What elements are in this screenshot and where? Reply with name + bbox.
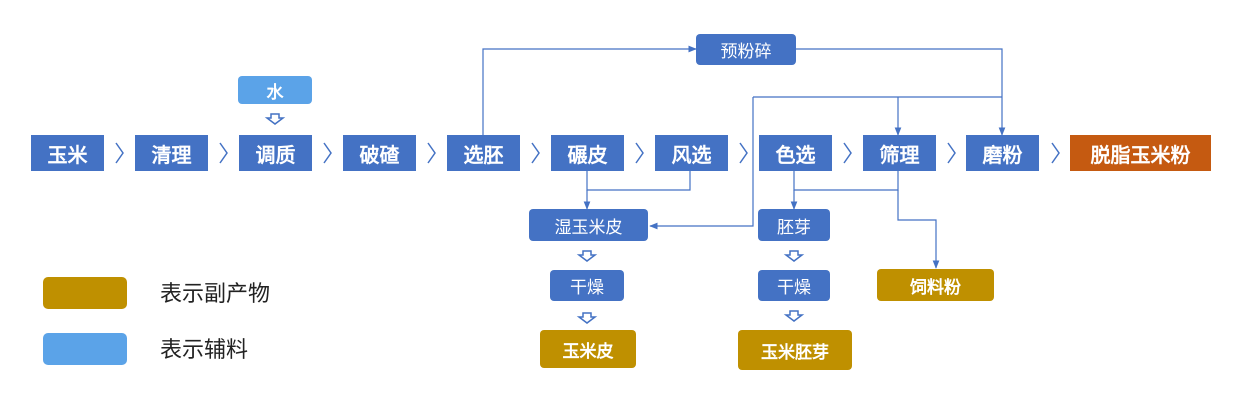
node-corn-bran: 玉米皮 (540, 330, 636, 368)
node-cleaning: 清理 (135, 135, 208, 171)
chevron-arrow-icon (739, 142, 748, 164)
node-sifting: 筛理 (863, 135, 936, 171)
node-water: 水 (238, 76, 312, 104)
connector-line (649, 97, 754, 230)
down-arrow-icon (783, 310, 805, 322)
legend-auxiliary-label: 表示辅料 (160, 338, 249, 363)
down-arrow-icon (783, 250, 805, 262)
connector-line (586, 171, 691, 191)
down-arrow-icon (576, 312, 598, 324)
connector-line (897, 190, 940, 269)
connector-line (482, 45, 697, 135)
node-grinding: 磨粉 (966, 135, 1039, 171)
node-bran-drying: 干燥 (550, 270, 624, 301)
node-final-product: 脱脂玉米粉 (1070, 135, 1211, 171)
down-arrow-icon (264, 113, 286, 125)
node-color-sorting: 色选 (759, 135, 832, 171)
node-germ-drying: 干燥 (758, 270, 830, 301)
legend-byproduct-label: 表示副产物 (160, 282, 271, 307)
node-corn: 玉米 (31, 135, 104, 171)
chevron-arrow-icon (531, 142, 540, 164)
connector-line (796, 48, 1006, 136)
node-pre-crushing: 预粉碎 (696, 34, 796, 65)
node-wet-bran: 湿玉米皮 (529, 209, 648, 241)
chevron-arrow-icon (1051, 142, 1060, 164)
chevron-arrow-icon (947, 142, 956, 164)
chevron-arrow-icon (427, 142, 436, 164)
connector-line (793, 171, 899, 191)
node-bran-milling: 碾皮 (551, 135, 624, 171)
chevron-arrow-icon (843, 142, 852, 164)
legend-byproduct-swatch (43, 277, 127, 309)
node-germ-selection: 选胚 (447, 135, 520, 171)
node-feed-meal: 饲料粉 (877, 269, 994, 301)
chevron-arrow-icon (219, 142, 228, 164)
node-winnowing: 风选 (655, 135, 728, 171)
node-breaking: 破碴 (343, 135, 416, 171)
node-corn-germ: 玉米胚芽 (738, 330, 852, 370)
down-arrow-icon (576, 250, 598, 262)
chevron-arrow-icon (115, 142, 124, 164)
chevron-arrow-icon (635, 142, 644, 164)
chevron-arrow-icon (323, 142, 332, 164)
node-conditioning: 调质 (239, 135, 312, 171)
legend-auxiliary-swatch (43, 333, 127, 365)
node-germ: 胚芽 (758, 209, 830, 241)
